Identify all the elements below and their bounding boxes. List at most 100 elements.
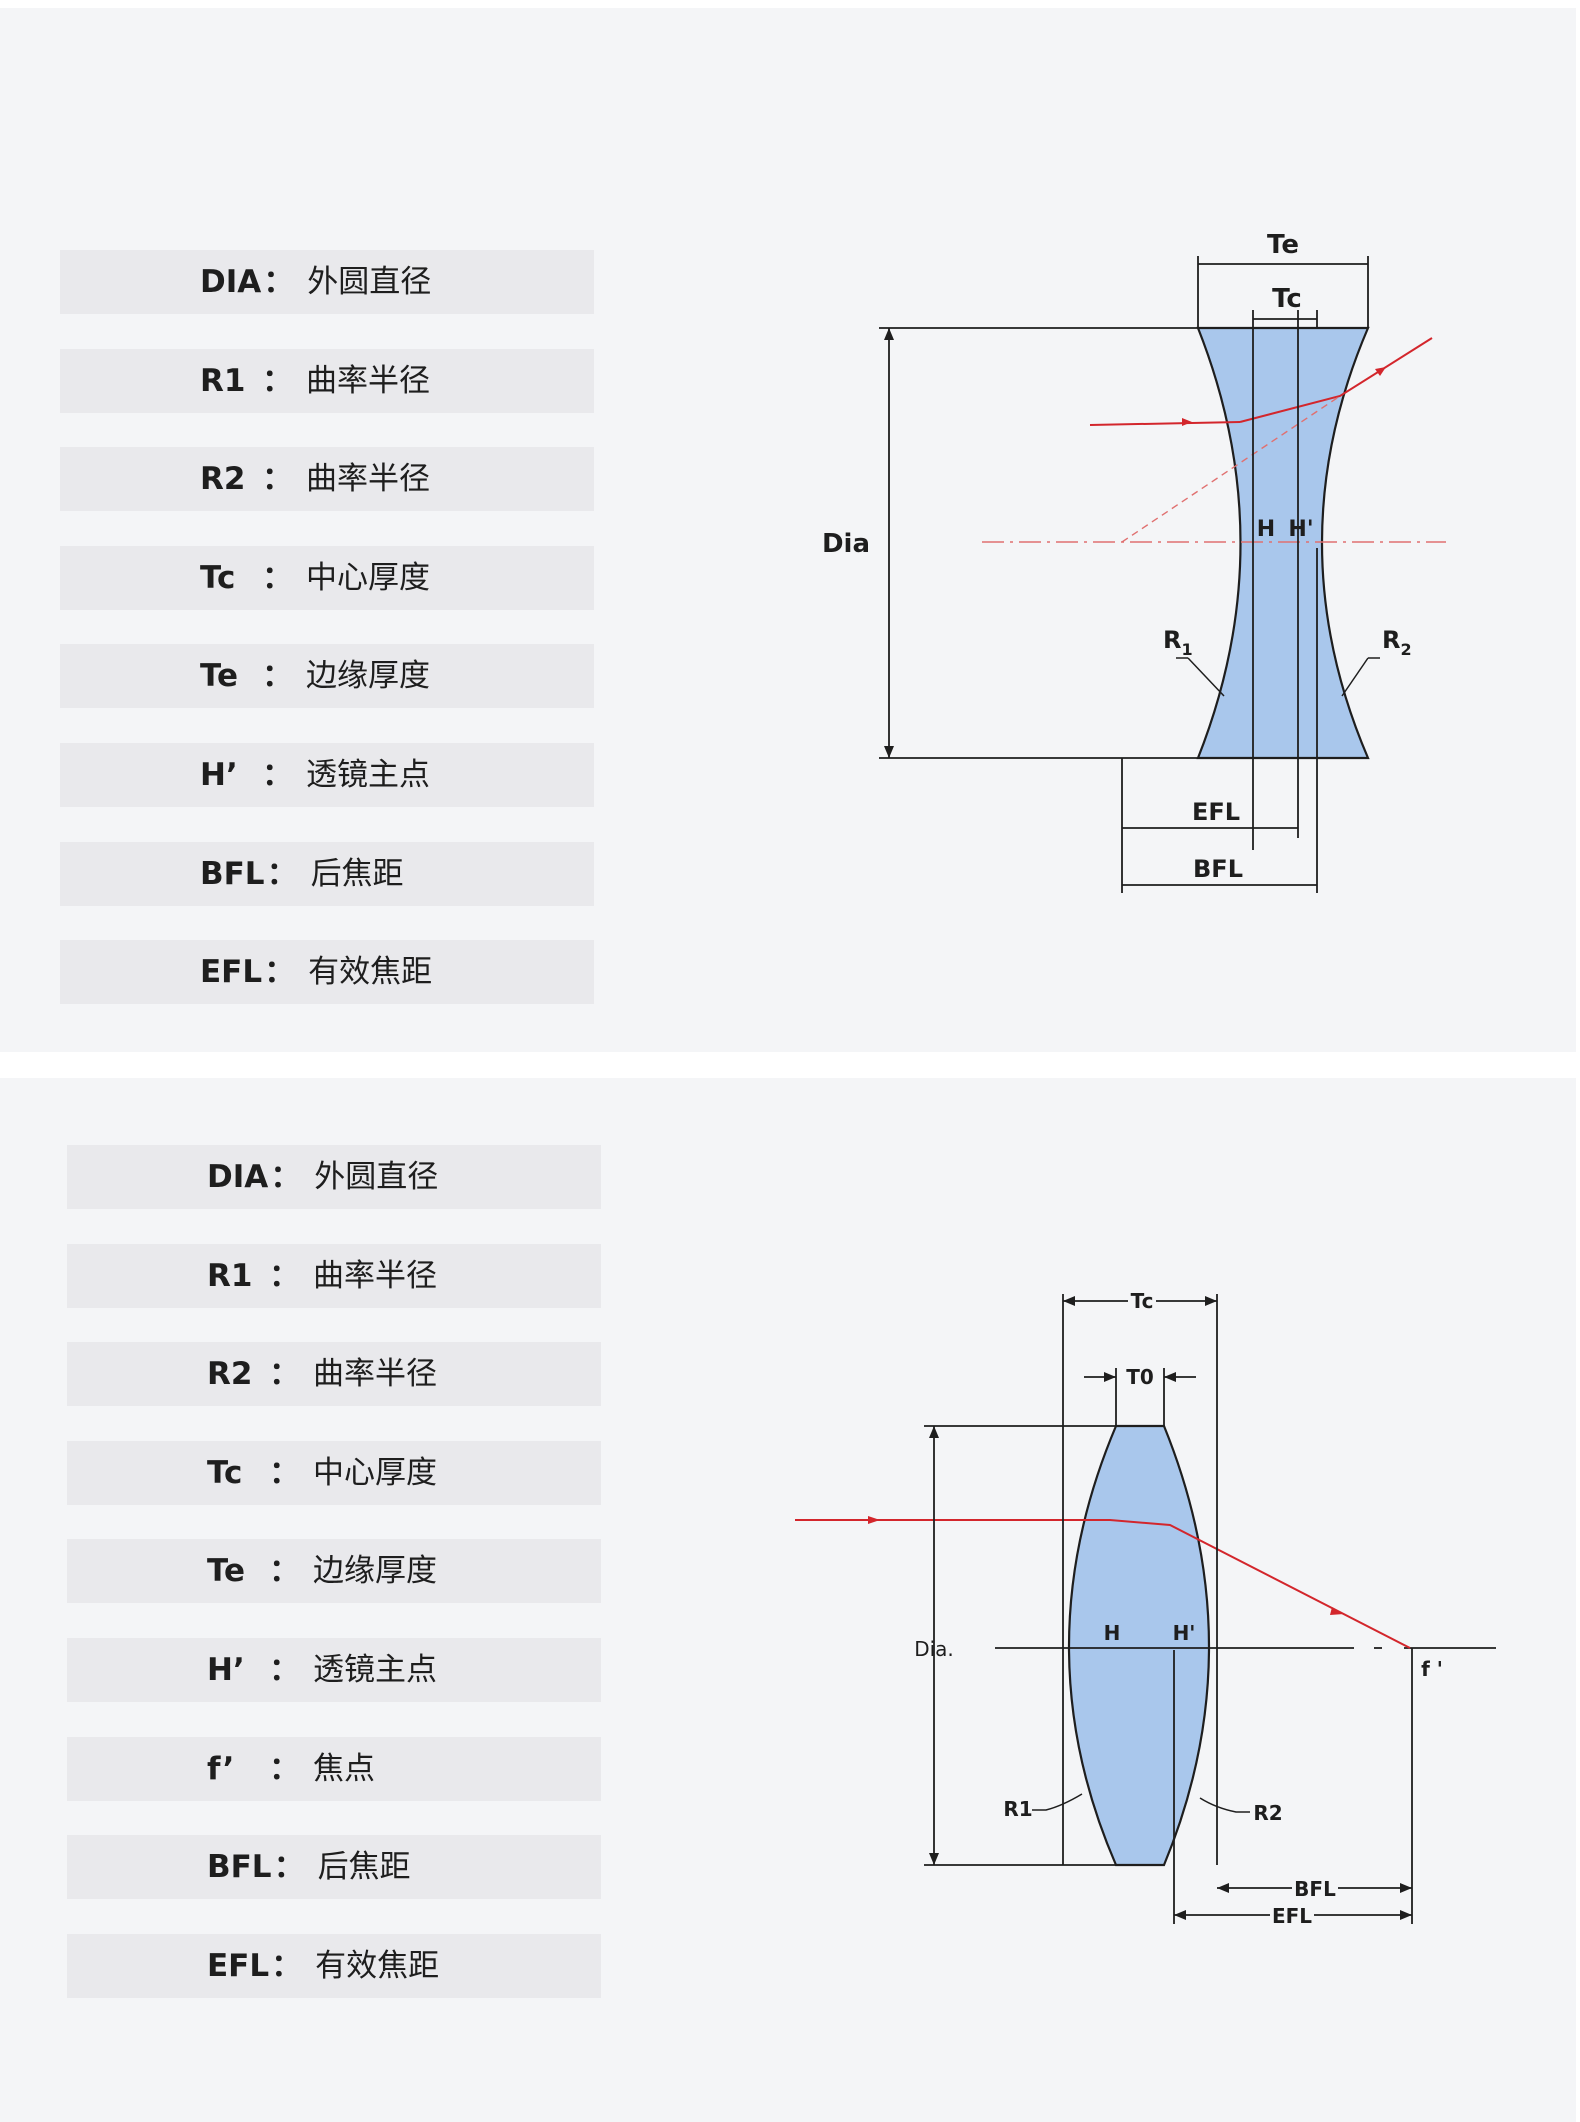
legend-row: Te ： 边缘厚度 <box>60 644 594 709</box>
legend-row: R2 ： 曲率半径 <box>60 447 594 512</box>
r1-leader <box>1032 1793 1083 1811</box>
legend-key: Te <box>200 658 239 695</box>
legend-key: EFL <box>200 954 263 991</box>
legend-value: 外圆直径 <box>314 1159 439 1195</box>
bfl-label: BFL <box>1294 1877 1336 1901</box>
legend-separator: ： <box>262 559 293 596</box>
legend-row: f’ ： 焦点 <box>67 1736 601 1801</box>
legend-value: 边缘厚度 <box>313 1553 437 1590</box>
legend-value: 中心厚度 <box>313 1454 437 1491</box>
h-prime-label: H' <box>1288 517 1313 542</box>
legend-row: H’ ： 透镜主点 <box>60 743 594 807</box>
legend-separator: ： <box>262 658 293 695</box>
legend-value: 曲率半径 <box>306 362 430 399</box>
legend-row: R1 ： 曲率半径 <box>67 1243 601 1308</box>
efl-label: EFL <box>1192 798 1240 826</box>
legend-row: DIA： 外圆直径 <box>67 1145 601 1209</box>
r1-label: R1 <box>1163 626 1193 659</box>
legend-row: R2 ： 曲率半径 <box>67 1342 601 1407</box>
bfl-label: BFL <box>1193 855 1243 883</box>
legend-value: 中心厚度 <box>306 559 430 596</box>
legend-separator: ： <box>262 362 293 399</box>
legend-key: H’ <box>207 1652 245 1688</box>
f-prime-label: f ' <box>1421 1657 1443 1681</box>
legend-value: 边缘厚度 <box>306 658 430 695</box>
legend-value: 透镜主点 <box>313 1652 437 1688</box>
legend-key: Tc <box>200 559 236 596</box>
ray <box>795 1519 1411 1649</box>
t0-label: T0 <box>1126 1365 1154 1389</box>
tc-label: Tc <box>1131 1289 1154 1313</box>
legend-row: Tc ： 中心厚度 <box>60 545 594 610</box>
legend-row: EFL： 有效焦距 <box>67 1933 601 1998</box>
efl-label: EFL <box>1272 1904 1312 1928</box>
r2-leader <box>1199 1797 1250 1813</box>
legend-key: DIA <box>207 1159 269 1195</box>
convex-lens-diagram: Tc T0 Dia. H H' f ' R1 R2 BFL <box>795 1289 1496 1928</box>
dia-label: Dia <box>822 529 870 559</box>
ray-through <box>1239 337 1433 423</box>
legend-separator: ： <box>262 757 293 793</box>
legend-key: EFL <box>207 1947 270 1984</box>
legend-value: 曲率半径 <box>306 461 430 498</box>
legend-separator: ： <box>269 1652 300 1688</box>
legend-separator: ： <box>266 855 298 892</box>
legend-key: R2 <box>207 1356 253 1393</box>
legend-separator: ： <box>269 1553 300 1590</box>
r2-label: R2 <box>1382 626 1412 659</box>
legend-value: 有效焦距 <box>308 954 433 991</box>
legend-value: 后焦距 <box>317 1849 411 1886</box>
legend-row: R1 ： 曲率半径 <box>60 348 594 413</box>
legend-value: 曲率半径 <box>313 1257 437 1294</box>
te-label: Te <box>1267 230 1299 260</box>
legend-value: 焦点 <box>313 1750 375 1787</box>
legend-row: H’ ： 透镜主点 <box>67 1638 601 1702</box>
legend-row: BFL： 后焦距 <box>67 1835 601 1900</box>
legend-value: 外圆直径 <box>307 264 432 300</box>
legend-separator: ： <box>263 264 295 300</box>
r1-label: R1 <box>1003 1797 1032 1821</box>
legend-value: 透镜主点 <box>306 757 430 793</box>
legend-row: Te ： 边缘厚度 <box>67 1539 601 1604</box>
legend-key: R1 <box>200 362 246 399</box>
legend-separator: ： <box>269 1750 300 1787</box>
ray-incoming <box>1089 421 1241 426</box>
h-prime-label: H' <box>1173 1621 1196 1645</box>
legend-key: BFL <box>207 1849 272 1886</box>
legend-separator: ： <box>262 461 293 498</box>
r2-leader <box>1341 657 1369 697</box>
legend-separator: ： <box>269 1454 300 1491</box>
legend-key: f’ <box>207 1750 235 1787</box>
legend-value: 曲率半径 <box>313 1356 437 1393</box>
legend-key: Te <box>207 1553 246 1590</box>
legend-separator: ： <box>273 1849 305 1886</box>
h-label: H <box>1104 1621 1121 1645</box>
ray-virtual <box>1121 395 1341 543</box>
legend-key: R2 <box>200 461 246 498</box>
legend-row: Tc ： 中心厚度 <box>67 1440 601 1505</box>
legend-key: H’ <box>200 757 238 793</box>
h-label: H <box>1257 517 1275 542</box>
legend-key: DIA <box>200 264 262 300</box>
biconcave-lens <box>1196 326 1370 760</box>
r1-leader <box>1187 657 1225 697</box>
legend-separator: ： <box>271 1947 303 1984</box>
legend-value: 有效焦距 <box>315 1947 440 1984</box>
legend-separator: ： <box>270 1159 302 1195</box>
legend-separator: ： <box>264 954 296 991</box>
legend-value: 后焦距 <box>310 855 404 892</box>
legend-key: R1 <box>207 1257 253 1294</box>
r2-label: R2 <box>1253 1801 1282 1825</box>
legend-key: Tc <box>207 1454 243 1491</box>
dia-label: Dia. <box>914 1637 954 1661</box>
tc-label: Tc <box>1272 284 1302 314</box>
legend-row: BFL： 后焦距 <box>60 841 594 906</box>
legend-separator: ： <box>269 1356 300 1393</box>
legend-separator: ： <box>269 1257 300 1294</box>
legend-row: DIA： 外圆直径 <box>60 250 594 314</box>
legend-key: BFL <box>200 855 265 892</box>
concave-lens-diagram: Te Tc Dia H H' R1 R2 EFL BFL <box>822 230 1446 893</box>
biconvex-lens <box>1067 1424 1211 1867</box>
